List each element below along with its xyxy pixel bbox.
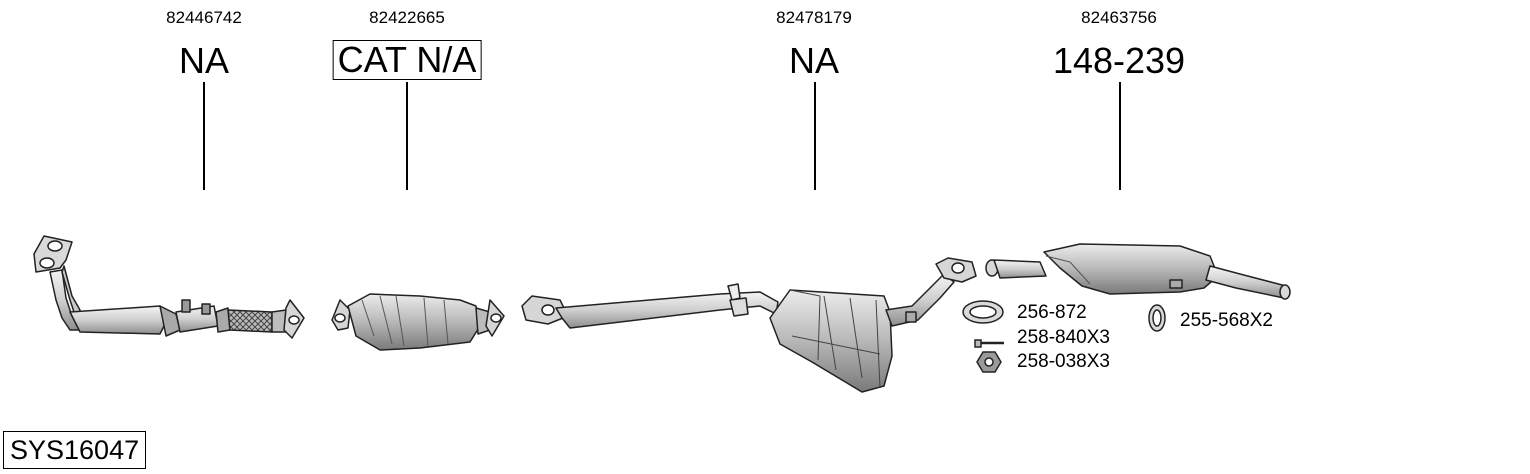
leader-line-rear-silencer — [1119, 82, 1121, 190]
rubber-hanger-icon — [1148, 304, 1166, 332]
gasket-ring-icon — [962, 300, 1004, 324]
part-code-middle-silencer: NA — [788, 40, 840, 81]
leader-line-catalyst — [406, 82, 408, 190]
nut-icon — [976, 351, 1002, 373]
accessory-label-hanger: 255-568X2 — [1180, 310, 1273, 331]
accessory-label-bolt: 258-840X3 — [1017, 327, 1110, 348]
middle-silencer — [521, 257, 977, 393]
front-pipe — [33, 235, 305, 339]
leader-line-front-pipe — [203, 82, 205, 190]
accessory-label-nut: 258-038X3 — [1017, 351, 1110, 372]
part-code-front-pipe: NA — [178, 40, 230, 81]
oem-number-catalyst: 82422665 — [369, 8, 445, 27]
bolt-icon — [974, 339, 1004, 348]
oem-number-middle-silencer: 82478179 — [776, 8, 852, 27]
rear-silencer — [985, 243, 1291, 300]
part-code-rear-silencer: 148-239 — [1052, 40, 1186, 81]
part-code-catalyst: CAT N/A — [332, 40, 482, 80]
accessory-label-gasket: 256-872 — [1017, 302, 1087, 323]
oem-number-front-pipe: 82446742 — [166, 8, 242, 27]
system-code: SYS16047 — [3, 431, 147, 469]
leader-line-middle-silencer — [814, 82, 816, 190]
catalytic-converter — [331, 293, 505, 351]
oem-number-rear-silencer: 82463756 — [1081, 8, 1157, 27]
